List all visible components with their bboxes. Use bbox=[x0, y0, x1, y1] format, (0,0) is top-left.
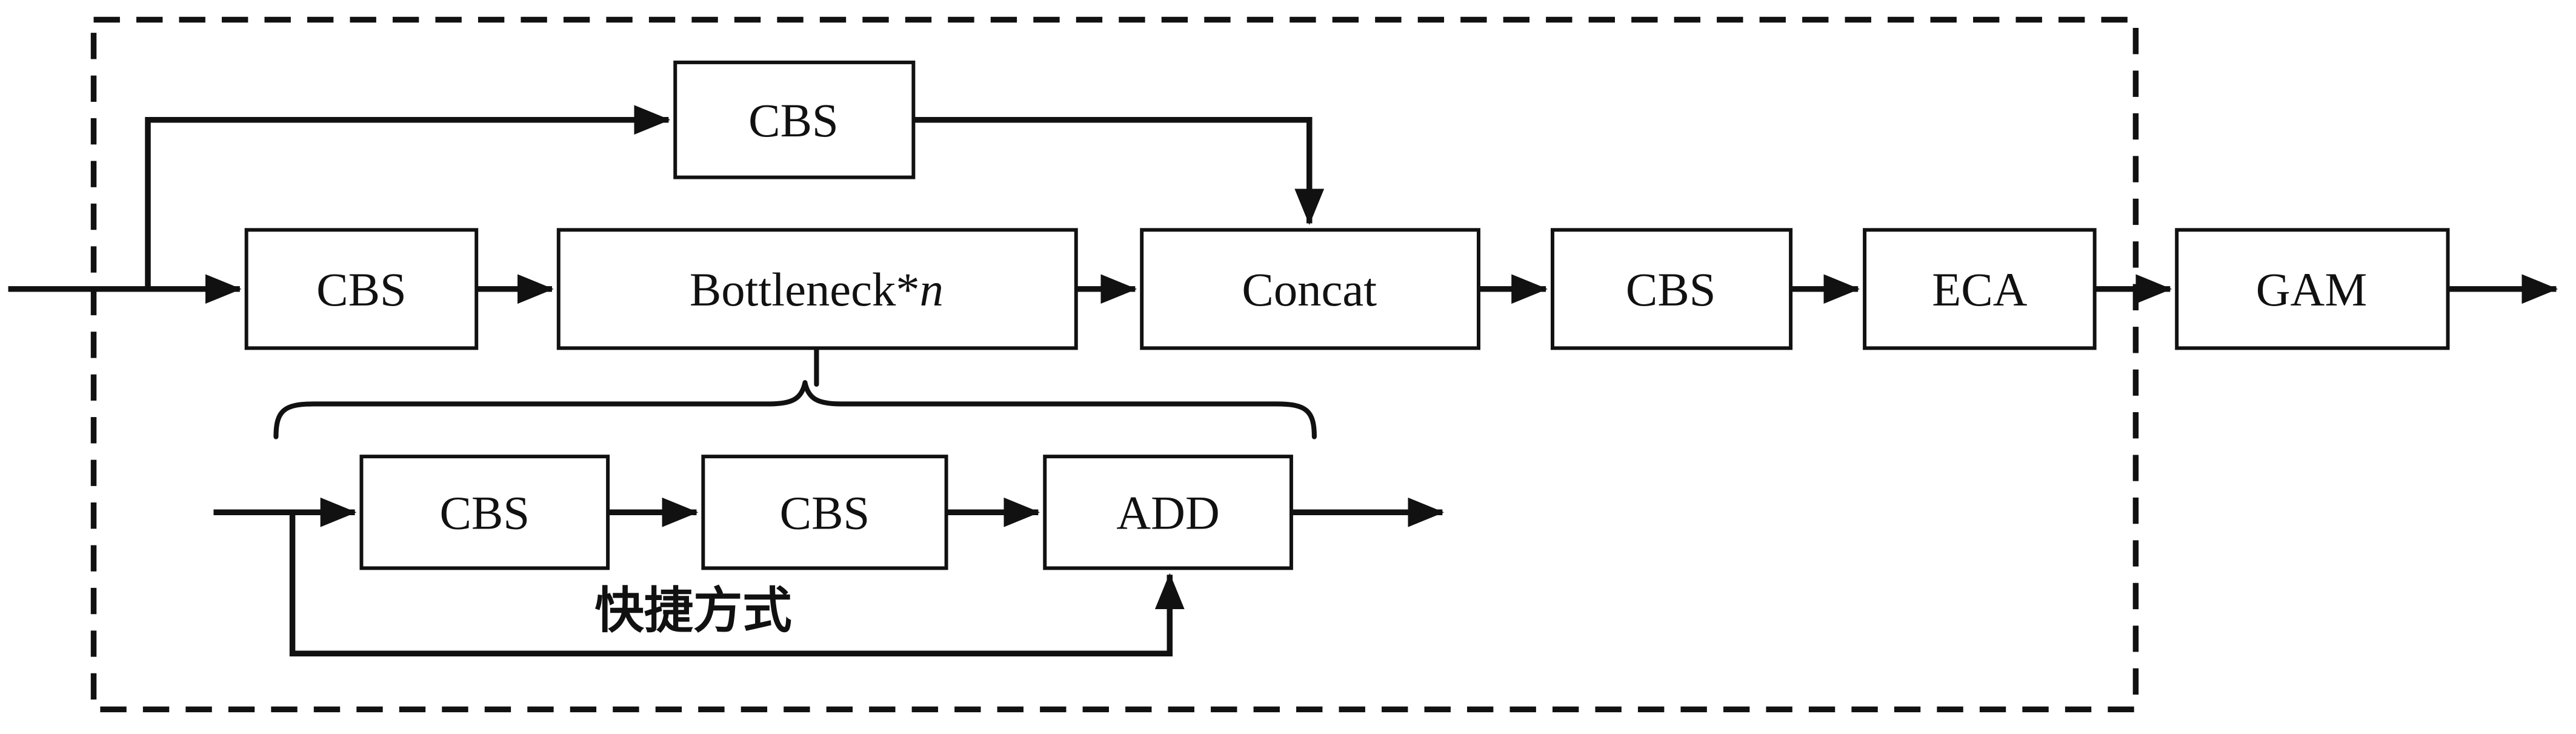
node-cbs-2: CBS bbox=[1551, 228, 1793, 350]
sub-cbs2-box bbox=[701, 455, 948, 570]
node-cbs-1: CBS bbox=[244, 228, 479, 350]
node-sub-cbs-2: CBS bbox=[701, 455, 948, 570]
cbs2-box bbox=[1551, 228, 1793, 350]
shortcut-annotation: 快捷方式 bbox=[594, 583, 791, 638]
bottleneck-label: Bottleneck*n bbox=[690, 263, 944, 316]
cbs2-label: CBS bbox=[1626, 263, 1716, 316]
node-sub-cbs-1: CBS bbox=[359, 455, 610, 570]
concat-box bbox=[1140, 228, 1480, 350]
eca-label: ECA bbox=[1932, 263, 2027, 316]
node-eca: ECA bbox=[1863, 228, 2097, 350]
sub-cbs1-label: CBS bbox=[439, 486, 530, 539]
cbs-top-box bbox=[673, 60, 916, 179]
cbs1-box bbox=[244, 228, 479, 350]
bottleneck-label-n: n bbox=[920, 263, 944, 316]
add-box bbox=[1043, 455, 1293, 570]
sub-cbs2-label: CBS bbox=[780, 486, 870, 539]
gam-box bbox=[2175, 228, 2450, 350]
concat-label: Concat bbox=[1242, 263, 1377, 316]
node-concat: Concat bbox=[1140, 228, 1480, 350]
bottleneck-expansion-brace bbox=[273, 380, 1317, 439]
eca-box bbox=[1863, 228, 2097, 350]
top-cbs-to-concat-arrow bbox=[913, 117, 1325, 225]
cbs1-label: CBS bbox=[316, 263, 407, 316]
node-bottleneck: Bottleneck*n bbox=[556, 228, 1078, 350]
node-gam: GAM bbox=[2175, 228, 2450, 350]
cbs-top-label: CBS bbox=[748, 94, 839, 147]
bottleneck-label-prefix: Bottleneck* bbox=[690, 263, 920, 316]
module-dashed-border bbox=[90, 16, 2139, 713]
sub-cbs1-box bbox=[359, 455, 610, 570]
gam-label: GAM bbox=[2256, 263, 2367, 316]
bottleneck-box bbox=[556, 228, 1078, 350]
node-add: ADD bbox=[1043, 455, 1293, 570]
add-label: ADD bbox=[1116, 486, 1219, 539]
node-cbs-top: CBS bbox=[673, 60, 916, 179]
shortcut-arrow bbox=[289, 512, 1185, 656]
branch-to-top-cbs-arrow bbox=[145, 105, 671, 289]
